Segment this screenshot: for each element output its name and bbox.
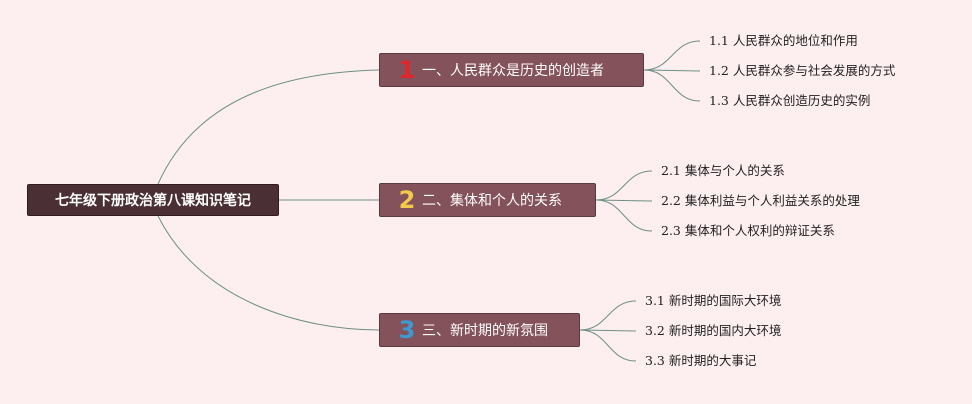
connector-b3-leaf2	[579, 329, 637, 332]
branch-label-3: 三、新时期的新氛围	[422, 323, 548, 339]
connector-b1-leaf1	[643, 40, 701, 71]
connector-b1-leaf3	[643, 69, 701, 102]
connector-b2-leaf1	[595, 170, 653, 201]
branch-number-1: 1	[398, 56, 416, 84]
branch-number-2: 2	[398, 186, 416, 214]
connector-root-branch1	[157, 69, 380, 185]
connector-b2-leaf2	[595, 199, 653, 202]
leaf-node-3-2[interactable]: 3.2 新时期的国内大环境	[645, 323, 782, 338]
connector-b3-leaf1	[579, 300, 637, 331]
connector-root-branch3	[157, 215, 380, 331]
leaf-node-2-2[interactable]: 2.2 集体利益与个人利益关系的处理	[661, 193, 860, 208]
leaf-node-1-2[interactable]: 1.2 人民群众参与社会发展的方式	[709, 63, 896, 78]
connector-b3-leaf3	[579, 329, 637, 362]
branch-label-2: 二、集体和个人的关系	[422, 193, 562, 209]
connector-b1-leaf2	[643, 69, 701, 72]
leaf-node-3-3[interactable]: 3.3 新时期的大事记	[645, 353, 757, 368]
leaf-node-2-1[interactable]: 2.1 集体与个人的关系	[661, 163, 785, 178]
leaf-node-1-1[interactable]: 1.1 人民群众的地位和作用	[709, 33, 858, 48]
leaf-node-3-1[interactable]: 3.1 新时期的国际大环境	[645, 293, 782, 308]
branch-node-1[interactable]: 1 一、人民群众是历史的创造者	[379, 53, 644, 87]
branch-number-3: 3	[398, 316, 416, 344]
root-node[interactable]: 七年级下册政治第八课知识笔记	[27, 184, 279, 216]
branch-node-2[interactable]: 2 二、集体和个人的关系	[379, 183, 596, 217]
connector-b2-leaf3	[595, 199, 653, 232]
root-label: 七年级下册政治第八课知识笔记	[55, 193, 251, 209]
leaf-node-1-3[interactable]: 1.3 人民群众创造历史的实例	[709, 93, 871, 108]
leaf-node-2-3[interactable]: 2.3 集体和个人权利的辩证关系	[661, 223, 835, 238]
branch-label-1: 一、人民群众是历史的创造者	[422, 63, 604, 79]
branch-node-3[interactable]: 3 三、新时期的新氛围	[379, 313, 580, 347]
